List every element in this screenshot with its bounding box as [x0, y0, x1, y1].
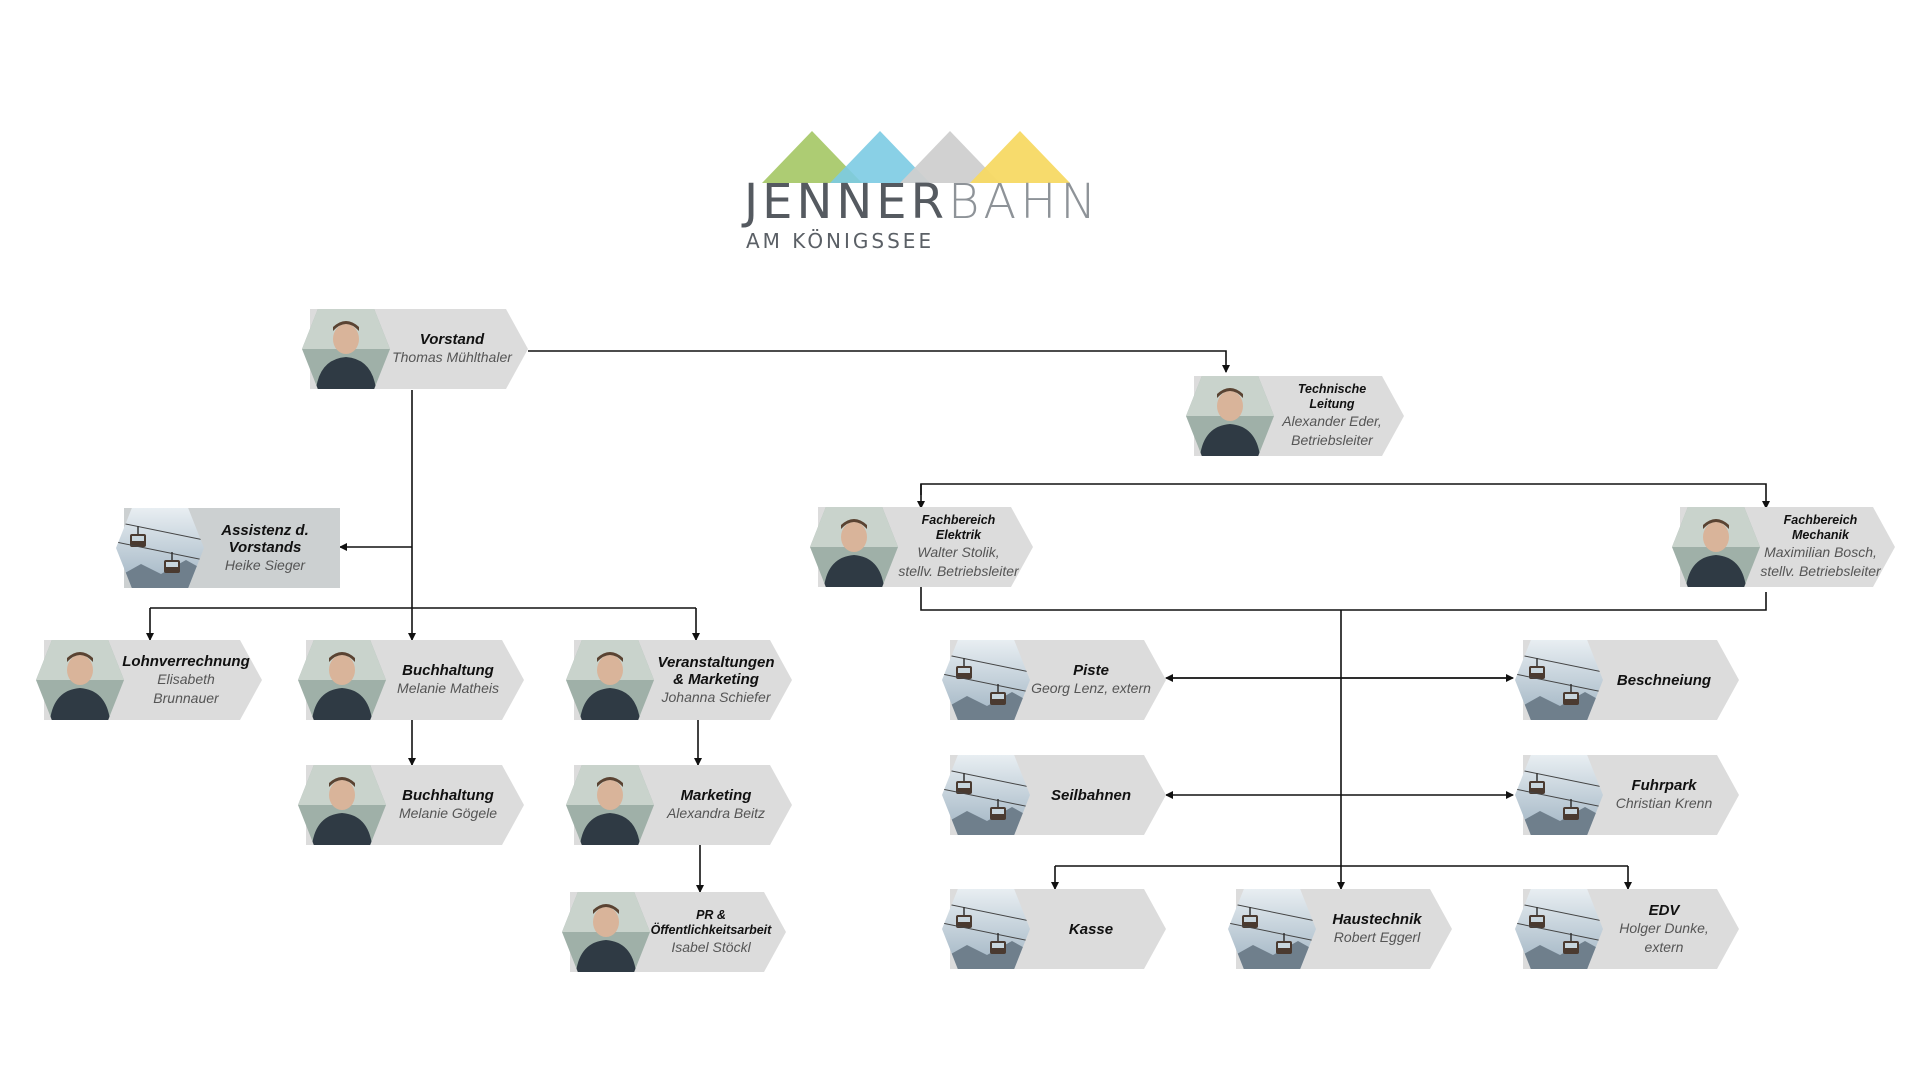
node-title: Vorstand: [419, 331, 485, 348]
node-name: Alexander Eder,: [1282, 413, 1382, 429]
node-title: PR & Öffentlichkeitsarbeit: [650, 907, 772, 937]
gondola-icon: [116, 508, 204, 588]
node-title: EDV: [1648, 901, 1680, 919]
node-title: Buchhaltung: [402, 787, 494, 804]
node-name: Robert Eggerl: [1333, 929, 1421, 945]
node-title: Piste: [1073, 662, 1109, 679]
node-name: Alexandra Beitz: [666, 805, 766, 821]
node-title: Fachbereich Mechanik: [1783, 513, 1858, 542]
line-fachbereich-join: [920, 587, 1767, 611]
logo-wordmark: JENNERBAHN: [744, 178, 1100, 226]
node-title: Fachbereich Elektrik: [921, 513, 996, 542]
node-name: Johanna Schiefer: [661, 688, 771, 705]
line-technik-split: [920, 483, 1770, 509]
person-photo: [36, 640, 124, 720]
gondola-icon: [942, 755, 1030, 835]
node-role: stellv. Betriebsleiter: [1760, 563, 1881, 579]
node-name: Isabel Stöckl: [671, 938, 751, 955]
node-title: Fuhrpark: [1631, 777, 1697, 794]
node-name: Melanie Matheis: [397, 680, 499, 696]
node-title: Seilbahnen: [1050, 786, 1132, 804]
gondola-icon: [1515, 889, 1603, 969]
gondola-icon: [942, 889, 1030, 969]
person-photo: [302, 309, 390, 389]
gondola-icon: [1515, 640, 1603, 720]
node-title: Haustechnik: [1332, 911, 1422, 928]
person-photo: [810, 507, 898, 587]
node-title: Veranstaltungen & Marketing: [657, 653, 775, 688]
logo-word-part2: BAHN: [947, 174, 1101, 230]
node-name: Thomas Mühlthaler: [392, 349, 512, 365]
node-title: Lohnverrechnung: [122, 652, 250, 670]
logo-subtitle: AM KÖNIGSSEE: [746, 229, 935, 253]
person-photo: [298, 765, 386, 845]
line-vorstand-technik: [528, 350, 1230, 373]
node-kasse: Kasse: [942, 889, 1166, 969]
node-title: Technische Leitung: [1297, 382, 1367, 411]
node-name: Christian Krenn: [1615, 795, 1713, 811]
node-title: Kasse: [1068, 920, 1114, 938]
node-beschneiung: Beschneiung: [1515, 640, 1739, 720]
node-name: Maximilian Bosch,: [1764, 544, 1877, 560]
mountain-peaks-icon: [762, 131, 1070, 183]
gondola-icon: [1515, 755, 1603, 835]
node-name: Heike Sieger: [224, 556, 306, 573]
node-role: Betriebsleiter: [1291, 432, 1373, 448]
node-title: Beschneiung: [1616, 671, 1712, 689]
node-name: Holger Dunke, extern: [1619, 919, 1709, 955]
person-photo: [298, 640, 386, 720]
node-title: Marketing: [680, 787, 752, 804]
node-seilbahnen: Seilbahnen: [942, 755, 1166, 835]
gondola-icon: [1228, 889, 1316, 969]
gondola-icon: [942, 640, 1030, 720]
person-photo: [566, 765, 654, 845]
node-role: stellv. Betriebsleiter: [898, 563, 1019, 579]
node-name: Elisabeth Brunnauer: [153, 670, 219, 706]
person-photo: [1672, 507, 1760, 587]
node-name: Melanie Gögele: [398, 805, 498, 821]
jennerbahn-logo: JENNERBAHN AM KÖNIGSSEE: [742, 128, 1096, 253]
node-name: Georg Lenz, extern: [1031, 680, 1151, 696]
person-photo: [562, 892, 650, 972]
node-title: Assistenz d. Vorstands: [221, 521, 309, 556]
person-photo: [1186, 376, 1274, 456]
node-name: Walter Stolik,: [917, 544, 1000, 560]
person-photo: [566, 640, 654, 720]
logo-word-part1: JENNER: [744, 174, 948, 230]
node-title: Buchhaltung: [402, 662, 494, 679]
